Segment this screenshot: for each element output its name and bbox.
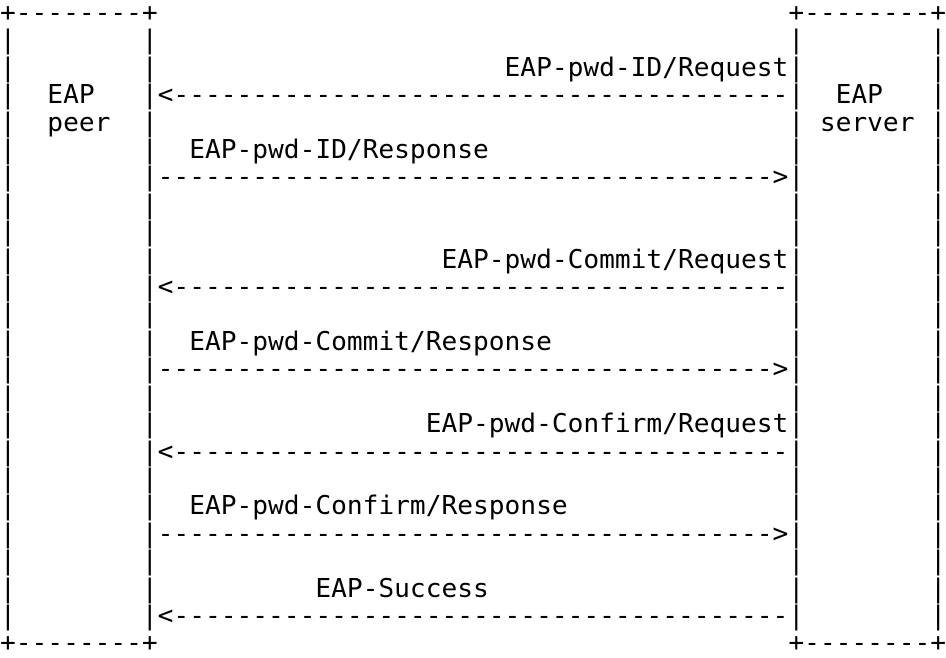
diagram-row-blank-2: | | | | xyxy=(0,189,946,220)
diagram-row-arrow-eap-pwd-confirm-request: | |<------------------------------------… xyxy=(0,436,946,467)
diagram-row-arrow-eap-success: | |<------------------------------------… xyxy=(0,600,946,631)
diagram-row-blank-6: | | | | xyxy=(0,463,946,494)
diagram-row-blank-1: | | | | xyxy=(0,25,946,56)
diagram-row-arrow-eap-pwd-id-response: | |-------------------------------------… xyxy=(0,162,946,193)
diagram-row-label-eap-pwd-confirm-request: | | EAP-pwd-Confirm/Request| | xyxy=(0,409,946,440)
diagram-row-arrow-eap-pwd-confirm-response: | |-------------------------------------… xyxy=(0,518,946,549)
diagram-row-label-eap-pwd-id-response: | | EAP-pwd-ID/Response | | xyxy=(0,135,946,166)
diagram-row-actor-labels: | peer | | server | xyxy=(0,107,946,138)
diagram-row-blank-7: | | | | xyxy=(0,546,946,577)
diagram-row-blank-3: | | | | xyxy=(0,217,946,248)
diagram-row-label-eap-pwd-confirm-response: | | EAP-pwd-Confirm/Response | | xyxy=(0,491,946,522)
diagram-row-top-border: +--------+ +--------+ xyxy=(0,0,946,28)
diagram-row-blank-4: | | | | xyxy=(0,299,946,330)
diagram-row-label-eap-pwd-id-request: | | EAP-pwd-ID/Request| | xyxy=(0,52,946,83)
diagram-row-bottom-border: +--------+ +--------+ xyxy=(0,628,946,658)
diagram-row-label-eap-pwd-commit-response: | | EAP-pwd-Commit/Response | | xyxy=(0,326,946,357)
diagram-row-blank-5: | | | | xyxy=(0,381,946,412)
diagram-row-arrow-eap-pwd-commit-response: | |-------------------------------------… xyxy=(0,354,946,385)
diagram-row-label-eap-success: | | EAP-Success | | xyxy=(0,573,946,604)
diagram-row-arrow-eap-pwd-commit-request: | |<------------------------------------… xyxy=(0,272,946,303)
diagram-row-arrow-eap-pwd-id-request: | EAP |<--------------------------------… xyxy=(0,80,946,111)
diagram-row-label-eap-pwd-commit-request: | | EAP-pwd-Commit/Request| | xyxy=(0,244,946,275)
